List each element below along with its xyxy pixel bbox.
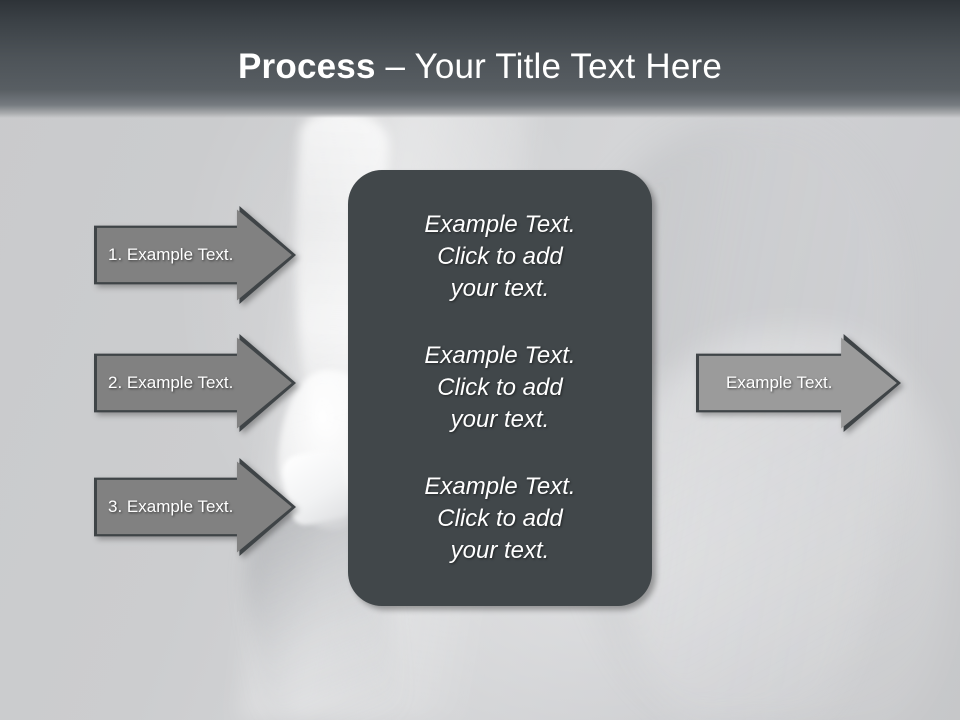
panel-block-1-line-1: Example Text. (424, 211, 576, 238)
panel-block-2-line-2: Click to add (437, 374, 563, 401)
step-arrow-1-label: 1. Example Text. (108, 245, 234, 264)
slide-title: Process – Your Title Text Here (0, 46, 960, 88)
slide-header-band: Process – Your Title Text Here (0, 0, 960, 118)
outcome-arrow[interactable]: Example Text. (696, 334, 901, 432)
panel-block-1-line-3: your text. (450, 275, 550, 302)
panel-text-block-3[interactable]: Example Text. Click to add your text. (364, 471, 636, 567)
panel-block-3-line-2: Click to add (437, 505, 563, 532)
step-arrow-2-label: 2. Example Text. (108, 373, 234, 392)
panel-block-2-line-1: Example Text. (424, 342, 576, 369)
panel-block-1-line-2: Click to add (437, 243, 563, 270)
step-arrow-3[interactable]: 3. Example Text. (94, 458, 296, 556)
slide-title-separator: – (375, 47, 415, 86)
outcome-arrow-label: Example Text. (726, 373, 833, 392)
step-arrow-2[interactable]: 2. Example Text. (94, 334, 296, 432)
step-arrow-1[interactable]: 1. Example Text. (94, 206, 296, 304)
panel-block-2-line-3: your text. (450, 406, 550, 433)
panel-block-3-line-3: your text. (450, 537, 550, 564)
slide-title-bold-part: Process (238, 47, 376, 86)
panel-text-block-2[interactable]: Example Text. Click to add your text. (364, 340, 636, 436)
panel-text-block-1[interactable]: Example Text. Click to add your text. (364, 209, 636, 305)
step-arrow-3-label: 3. Example Text. (108, 497, 234, 516)
panel-block-3-line-1: Example Text. (424, 473, 576, 500)
slide-title-rest-part: Your Title Text Here (414, 47, 722, 86)
center-content-panel[interactable]: Example Text. Click to add your text. Ex… (348, 170, 652, 606)
